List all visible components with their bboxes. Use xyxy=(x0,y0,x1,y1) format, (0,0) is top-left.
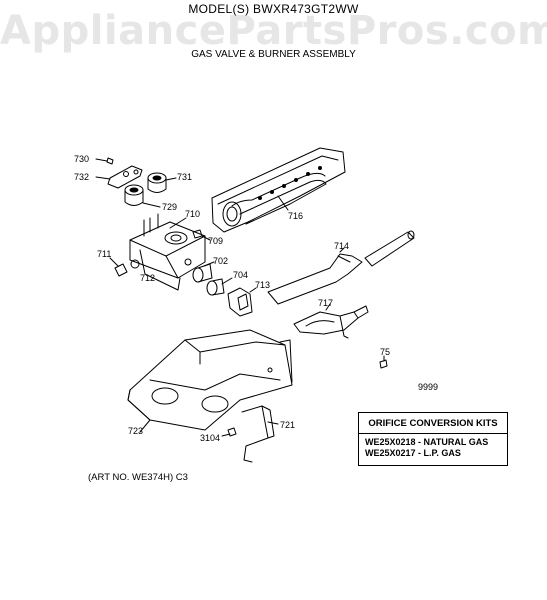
part-732-bracket xyxy=(95,165,143,189)
model-title: MODEL(S) BWXR473GT2WW xyxy=(188,2,359,16)
kit-divider xyxy=(359,433,507,434)
label-75: 75 xyxy=(380,347,390,357)
part-714-tube xyxy=(267,230,415,305)
part-730-screw xyxy=(95,157,114,165)
kit-natural-gas: WE25X0218 - NATURAL GAS xyxy=(365,437,489,447)
label-714: 714 xyxy=(334,241,349,251)
label-712: 712 xyxy=(140,273,155,283)
part-75-screw xyxy=(379,355,388,369)
part-709-screw xyxy=(192,229,211,241)
label-702: 702 xyxy=(213,256,228,266)
assembly-subtitle: GAS VALVE & BURNER ASSEMBLY xyxy=(191,49,356,60)
label-3104: 3104 xyxy=(200,433,220,443)
part-711-fitting xyxy=(109,257,128,277)
label-716: 716 xyxy=(288,211,303,221)
label-717: 717 xyxy=(318,298,333,308)
part-723-mounting-plate xyxy=(127,329,293,433)
kit-part-number: 9999 xyxy=(418,382,439,392)
part-717-igniter xyxy=(293,303,369,339)
label-723: 723 xyxy=(128,426,143,436)
label-721: 721 xyxy=(280,420,295,430)
kit-title: ORIFICE CONVERSION KITS xyxy=(368,418,498,429)
label-704: 704 xyxy=(233,270,248,280)
part-713-igniter-holder xyxy=(227,287,257,317)
label-731: 731 xyxy=(177,172,192,182)
part-702-orifice xyxy=(192,261,215,283)
part-731-coil xyxy=(147,172,177,193)
part-3104-screw xyxy=(221,427,237,437)
label-729: 729 xyxy=(162,202,177,212)
part-704-fitting xyxy=(206,277,233,296)
label-713: 713 xyxy=(255,280,270,290)
part-716-burner xyxy=(211,147,346,233)
orifice-kit-box: ORIFICE CONVERSION KITS WE25X0218 - NATU… xyxy=(358,412,508,466)
part-729-coil xyxy=(124,184,161,208)
kit-lp-gas: WE25X0217 - L.P. GAS xyxy=(365,448,461,458)
art-number: (ART NO. WE374H) C3 xyxy=(88,472,188,483)
part-721-bracket xyxy=(241,405,279,463)
label-711: 711 xyxy=(97,249,111,259)
label-732: 732 xyxy=(74,172,89,182)
watermark: AppliancePartsPros.com xyxy=(0,8,547,54)
label-710: 710 xyxy=(185,209,200,219)
label-709: 709 xyxy=(208,236,223,246)
label-730: 730 xyxy=(74,154,89,164)
part-712-gas-valve xyxy=(129,213,206,291)
